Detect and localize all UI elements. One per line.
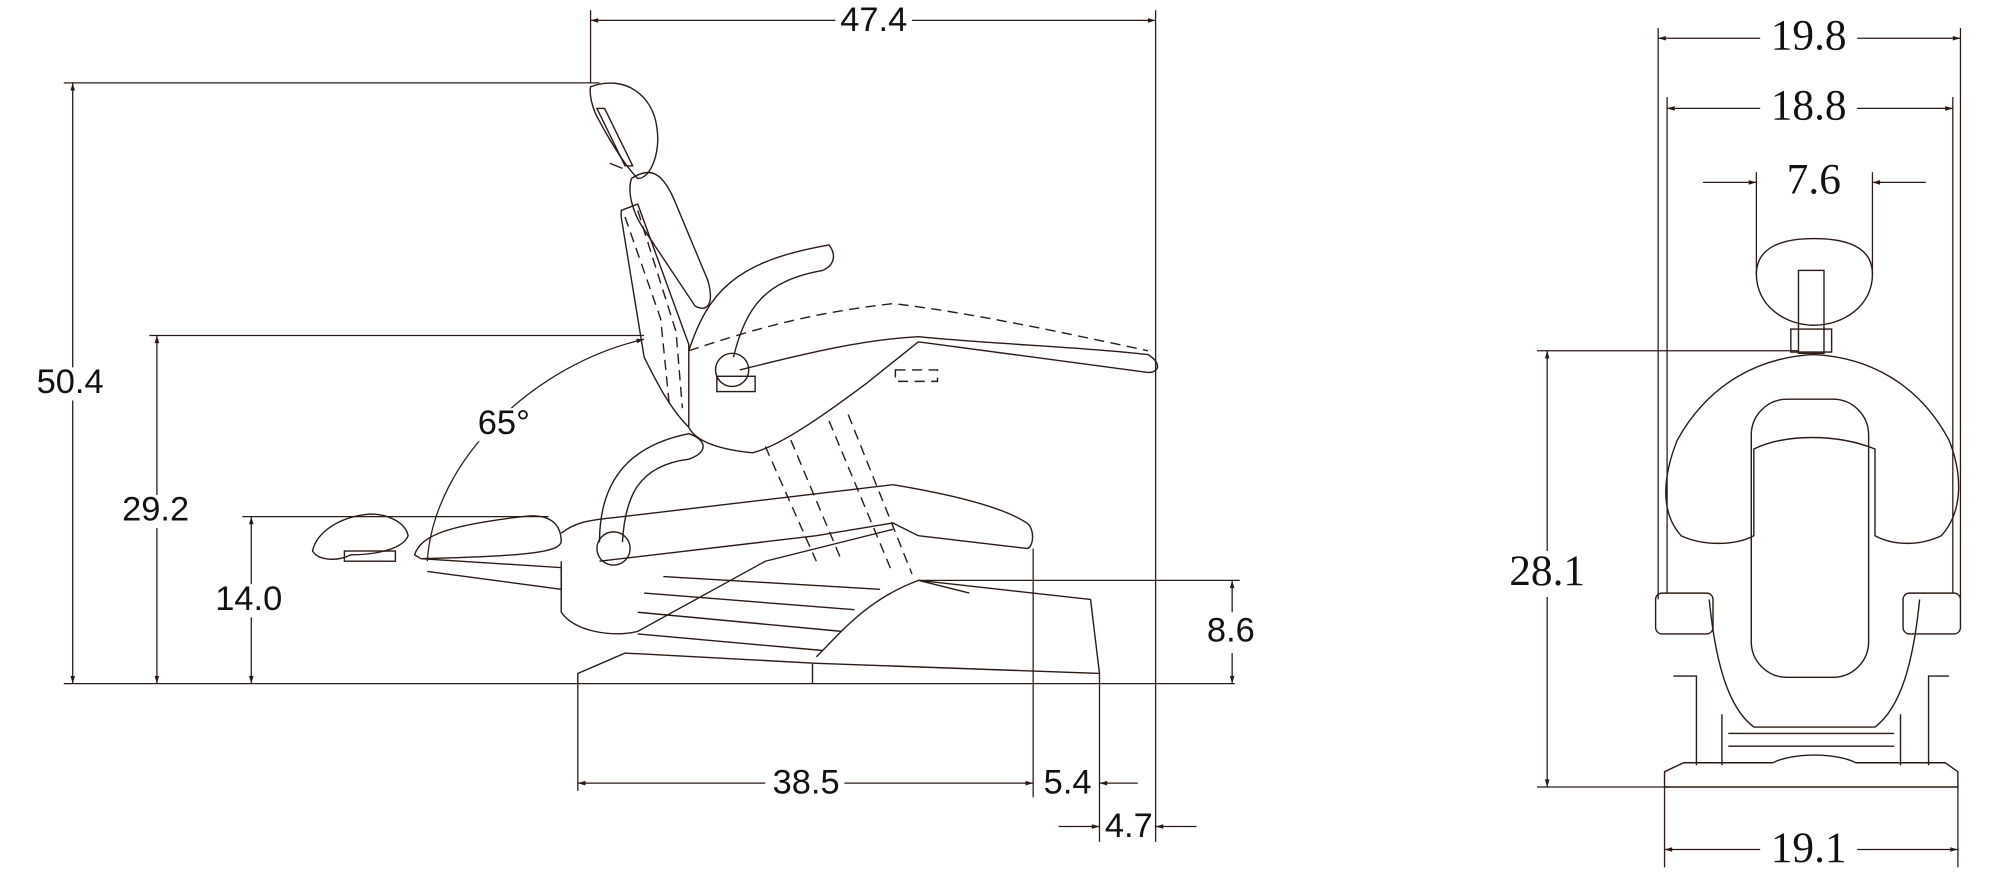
label-overall-length: 47.4 bbox=[840, 1, 907, 39]
front-view: 19.8 18.8 7.6 28.1 19.1 bbox=[1494, 11, 1962, 873]
label-seat-height: 29.2 bbox=[122, 491, 189, 529]
front-lift-column bbox=[1673, 675, 1949, 766]
label-legrest-height: 14.0 bbox=[215, 580, 282, 618]
chair-side-illustration bbox=[311, 82, 1159, 684]
label-base-to-seat-front: 38.5 bbox=[773, 764, 840, 802]
label-base-width: 19.1 bbox=[1771, 824, 1847, 872]
front-armrest-left bbox=[1654, 592, 1714, 635]
label-overall-height: 50.4 bbox=[37, 363, 104, 401]
seat-shell bbox=[560, 528, 894, 635]
label-arm-width: 18.8 bbox=[1771, 82, 1847, 130]
footswitch-dashed bbox=[894, 369, 939, 383]
label-headrest-width: 7.6 bbox=[1787, 156, 1841, 204]
armrest-upper bbox=[688, 244, 835, 358]
front-back-shell bbox=[1665, 353, 1960, 544]
lift-arm-dashed bbox=[764, 414, 913, 575]
label-recline-angle: 65° bbox=[478, 404, 530, 442]
label-base-height: 8.6 bbox=[1207, 612, 1255, 650]
front-headrest-post bbox=[1797, 269, 1825, 355]
front-back-pad bbox=[1750, 398, 1870, 678]
seat-upright bbox=[688, 336, 1159, 454]
arm-pivot-upper bbox=[714, 352, 750, 388]
armrest-lower bbox=[598, 432, 704, 543]
legrest bbox=[413, 515, 562, 591]
chair-front-illustration bbox=[1654, 237, 1962, 788]
back-recline-dashed bbox=[624, 210, 684, 409]
front-seat-body bbox=[1708, 599, 1921, 728]
front-headrest-clamp bbox=[1790, 328, 1833, 353]
label-back-overhang: 4.7 bbox=[1105, 807, 1153, 845]
arm-pivot-lower bbox=[596, 531, 631, 566]
front-base-plate bbox=[1663, 754, 1959, 788]
side-view: 47.4 50.4 29.2 14.0 65° 8.6 38.5 5.4 bbox=[31, 1, 1255, 845]
front-headrest bbox=[1755, 237, 1874, 326]
headrest-bracket bbox=[595, 107, 634, 170]
label-seat-overhang: 5.4 bbox=[1044, 764, 1092, 802]
angle-arc-65 bbox=[426, 338, 645, 562]
label-overall-width: 19.8 bbox=[1771, 11, 1847, 59]
footrest bbox=[311, 513, 409, 560]
seat-lower bbox=[560, 483, 1034, 562]
seat-upright-dashed bbox=[688, 302, 1149, 352]
backrest bbox=[629, 171, 712, 309]
label-back-height: 28.1 bbox=[1509, 547, 1585, 595]
arm-bracket-upper bbox=[716, 375, 756, 393]
front-armrest-right bbox=[1902, 592, 1962, 635]
lift-column bbox=[637, 575, 881, 652]
headrest bbox=[589, 82, 659, 180]
base-plate bbox=[577, 652, 1101, 684]
back-frame bbox=[620, 203, 690, 429]
footrest-bracket bbox=[343, 550, 397, 562]
base-housing bbox=[815, 579, 1101, 674]
